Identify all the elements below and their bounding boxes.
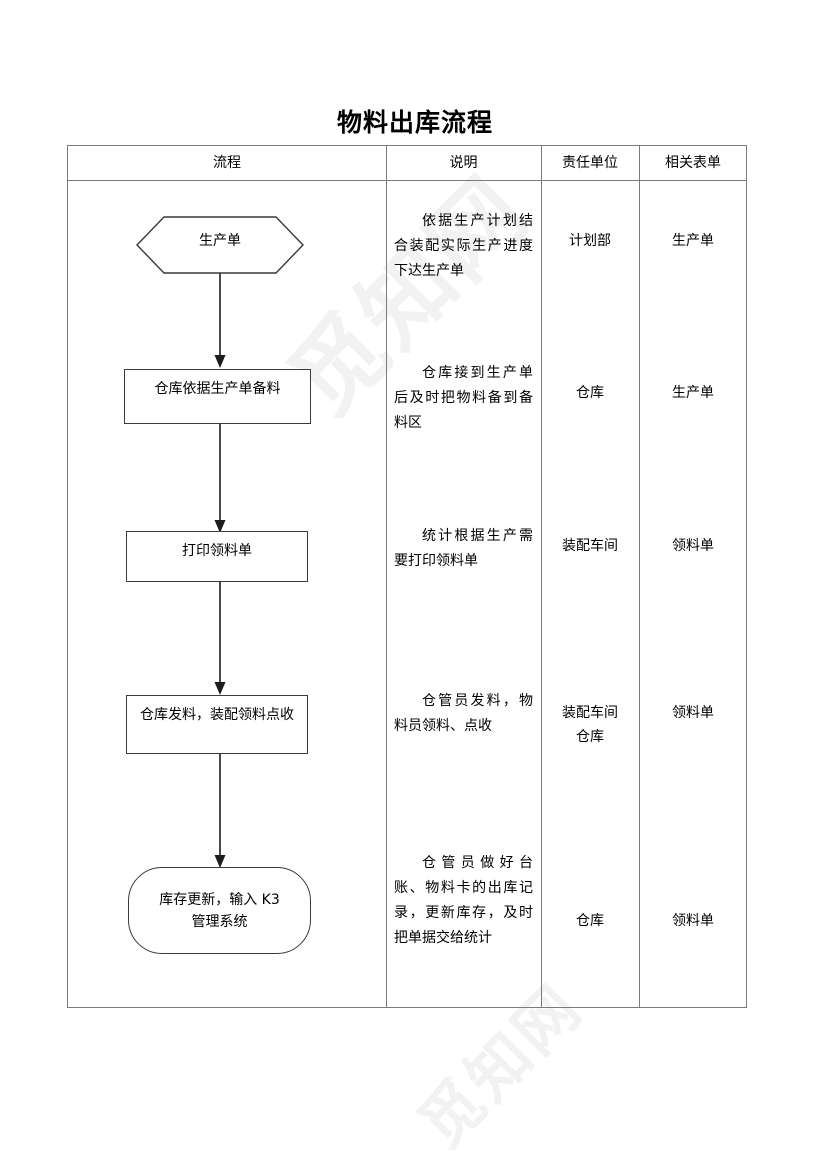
- flow-node-label-line2: 管理系统: [191, 913, 248, 930]
- column-header-related-form: 相关表单: [665, 155, 721, 171]
- unit-cell-row-4-line1: 装配车间: [562, 705, 618, 721]
- flow-node-print-requisition[interactable]: 打印领料单: [126, 531, 308, 582]
- flow-node-update-inventory-k3[interactable]: 库存更新，输入 K3 管理系统: [128, 867, 311, 954]
- table-header-row: 流程 说明 责任单位 相关表单: [68, 146, 746, 181]
- connector-arrow-1: [208, 273, 232, 370]
- flowchart-column: 生产单 仓库依据生产单备料: [68, 181, 386, 1042]
- unit-cell-row-4-line2: 仓库: [576, 729, 604, 745]
- flow-node-label: 打印领料单: [182, 543, 252, 559]
- flow-node-label-line1: 库存更新，输入 K3: [159, 891, 280, 908]
- flow-node-label: 仓库发料，装配领料点收: [140, 707, 294, 723]
- flow-table: 流程 说明 责任单位 相关表单 生产单: [67, 145, 747, 1008]
- form-cell-row-1: 生产单: [672, 233, 714, 249]
- flow-node-warehouse-prepare-material[interactable]: 仓库依据生产单备料: [124, 369, 311, 424]
- description-cell-row-1: 依据生产计划结合装配实际生产进度下达生产单: [394, 213, 533, 279]
- flow-node-label: 仓库依据生产单备料: [154, 381, 281, 397]
- page-title: 物料出库流程: [336, 108, 493, 137]
- form-cell-row-2: 生产单: [672, 385, 714, 401]
- description-cell-row-5: 仓管员做好台账、物料卡的出库记录，更新库存，及时把单据交给统计: [394, 855, 533, 946]
- column-header-description: 说明: [449, 155, 478, 171]
- flow-node-label: 生产单: [199, 233, 241, 249]
- column-divider-2: [541, 146, 542, 1007]
- form-cell-row-3: 领料单: [672, 538, 714, 554]
- column-header-flow: 流程: [213, 155, 241, 171]
- column-header-responsible-unit: 责任单位: [562, 155, 618, 171]
- connector-arrow-3: [208, 581, 232, 697]
- table-body: 生产单 仓库依据生产单备料: [68, 181, 746, 1007]
- hexagon-shape: [136, 216, 304, 274]
- description-cell-row-2: 仓库接到生产单后及时把物料备到备料区: [394, 365, 533, 431]
- unit-cell-row-3: 装配车间: [562, 538, 618, 554]
- form-cell-row-5: 领料单: [672, 913, 714, 929]
- connector-arrow-4: [208, 753, 232, 870]
- description-cell-row-4: 仓管员发料，物料员领料、点收: [394, 693, 533, 734]
- flow-node-label-group: 库存更新，输入 K3 管理系统: [159, 889, 280, 933]
- description-cell-row-3: 统计根据生产需要打印领料单: [394, 528, 533, 569]
- form-cell-row-4: 领料单: [672, 705, 714, 721]
- flow-node-issue-and-receive-material[interactable]: 仓库发料，装配领料点收: [126, 695, 308, 754]
- unit-cell-row-4: 装配车间 仓库: [541, 701, 639, 749]
- column-divider-1: [386, 146, 387, 1007]
- flow-node-production-order[interactable]: 生产单: [136, 216, 304, 274]
- column-divider-3: [639, 146, 640, 1007]
- unit-cell-row-1: 计划部: [569, 233, 611, 249]
- connector-arrow-2: [208, 423, 232, 535]
- unit-cell-row-2: 仓库: [576, 385, 604, 401]
- unit-cell-row-5: 仓库: [576, 913, 604, 929]
